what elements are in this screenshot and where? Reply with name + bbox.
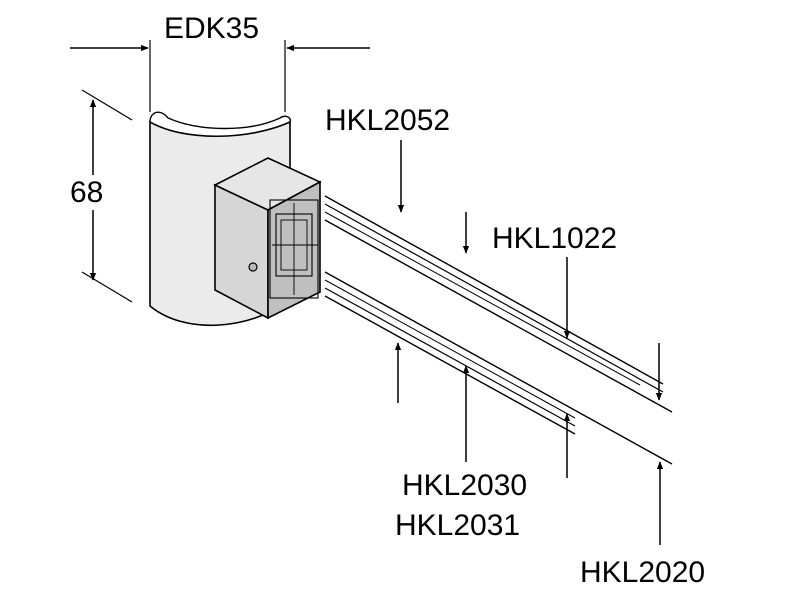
dimension-edk35: [70, 40, 370, 112]
label-68: 68: [70, 176, 103, 209]
label-hkl2020: HKL2020: [580, 556, 705, 589]
screw-icon: [248, 262, 258, 272]
dimension-68: [81, 89, 133, 303]
label-hkl2052: HKL2052: [325, 104, 450, 137]
label-hkl1022: HKL1022: [492, 222, 617, 255]
label-hkl2031: HKL2031: [395, 509, 520, 542]
rail-upper: [324, 195, 673, 413]
label-edk35: EDK35: [164, 12, 259, 45]
box-connector: [213, 157, 322, 320]
rail-lower: [324, 271, 673, 465]
label-hkl2030: HKL2030: [402, 469, 527, 502]
